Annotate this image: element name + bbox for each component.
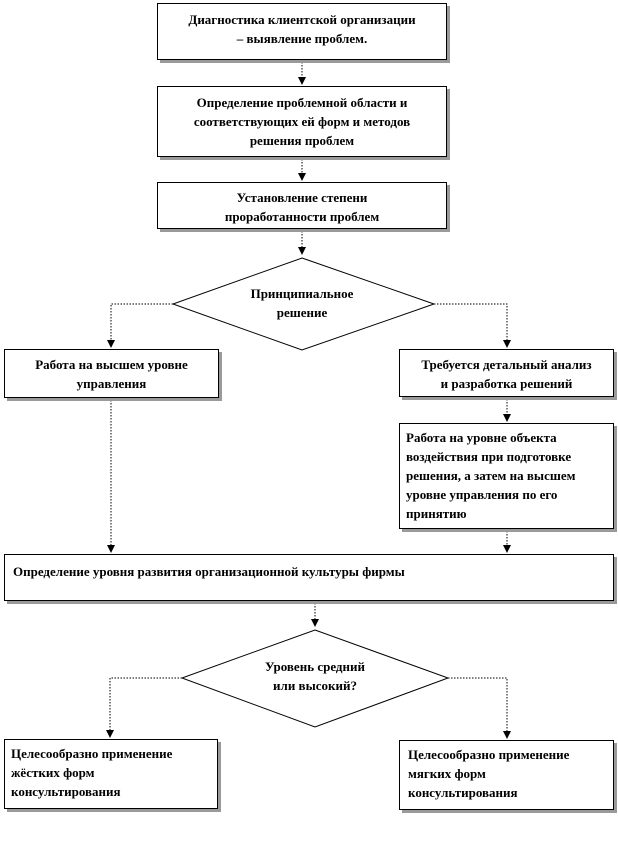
- step-object-level-work: Работа на уровне объекта воздействия при…: [399, 423, 614, 529]
- step-soft-forms: Целесообразно применение мягких форм кон…: [399, 740, 614, 810]
- arrow-decision-to-top-level: [107, 303, 173, 348]
- step-hard-forms-text: Целесообразно применение жёстких форм ко…: [11, 746, 173, 799]
- step-detailed-analysis: Требуется детальный анализ и разработка …: [399, 349, 614, 397]
- decision-principal-label: Принципиальное решение: [250, 286, 354, 320]
- step-problem-area: Определение проблемной области и соответ…: [157, 86, 447, 157]
- step-object-level-work-text: Работа на уровне объекта воздействия при…: [406, 430, 576, 521]
- step-soft-forms-text: Целесообразно применение мягких форм кон…: [408, 747, 570, 800]
- arrow-decision-to-detailed: [434, 303, 511, 348]
- step-elaboration: Установление степени проработанности про…: [157, 182, 447, 229]
- step-top-level-work: Работа на высшем уровне управления: [4, 349, 219, 398]
- arrow-decision-to-hard: [106, 677, 182, 738]
- decision-diamond-culture: [180, 629, 450, 728]
- step-culture-level: Определение уровня развития организацион…: [4, 554, 614, 601]
- step-detailed-analysis-text: Требуется детальный анализ и разработка …: [421, 357, 592, 391]
- step-top-level-work-text: Работа на высшем уровне управления: [35, 357, 188, 391]
- step-problem-area-text: Определение проблемной области и соответ…: [193, 95, 411, 148]
- step-diagnostics-text: Диагностика клиентской организации – выя…: [188, 12, 416, 46]
- step-hard-forms: Целесообразно применение жёстких форм ко…: [4, 739, 218, 809]
- decision-diamond-principal: [171, 257, 436, 351]
- step-culture-level-text: Определение уровня развития организацион…: [13, 564, 405, 579]
- arrow-decision-to-soft: [448, 677, 511, 739]
- decision-culture-label: Уровень средний или высокий?: [265, 659, 365, 693]
- step-diagnostics: Диагностика клиентской организации – выя…: [157, 3, 447, 60]
- step-elaboration-text: Установление степени проработанности про…: [224, 190, 380, 224]
